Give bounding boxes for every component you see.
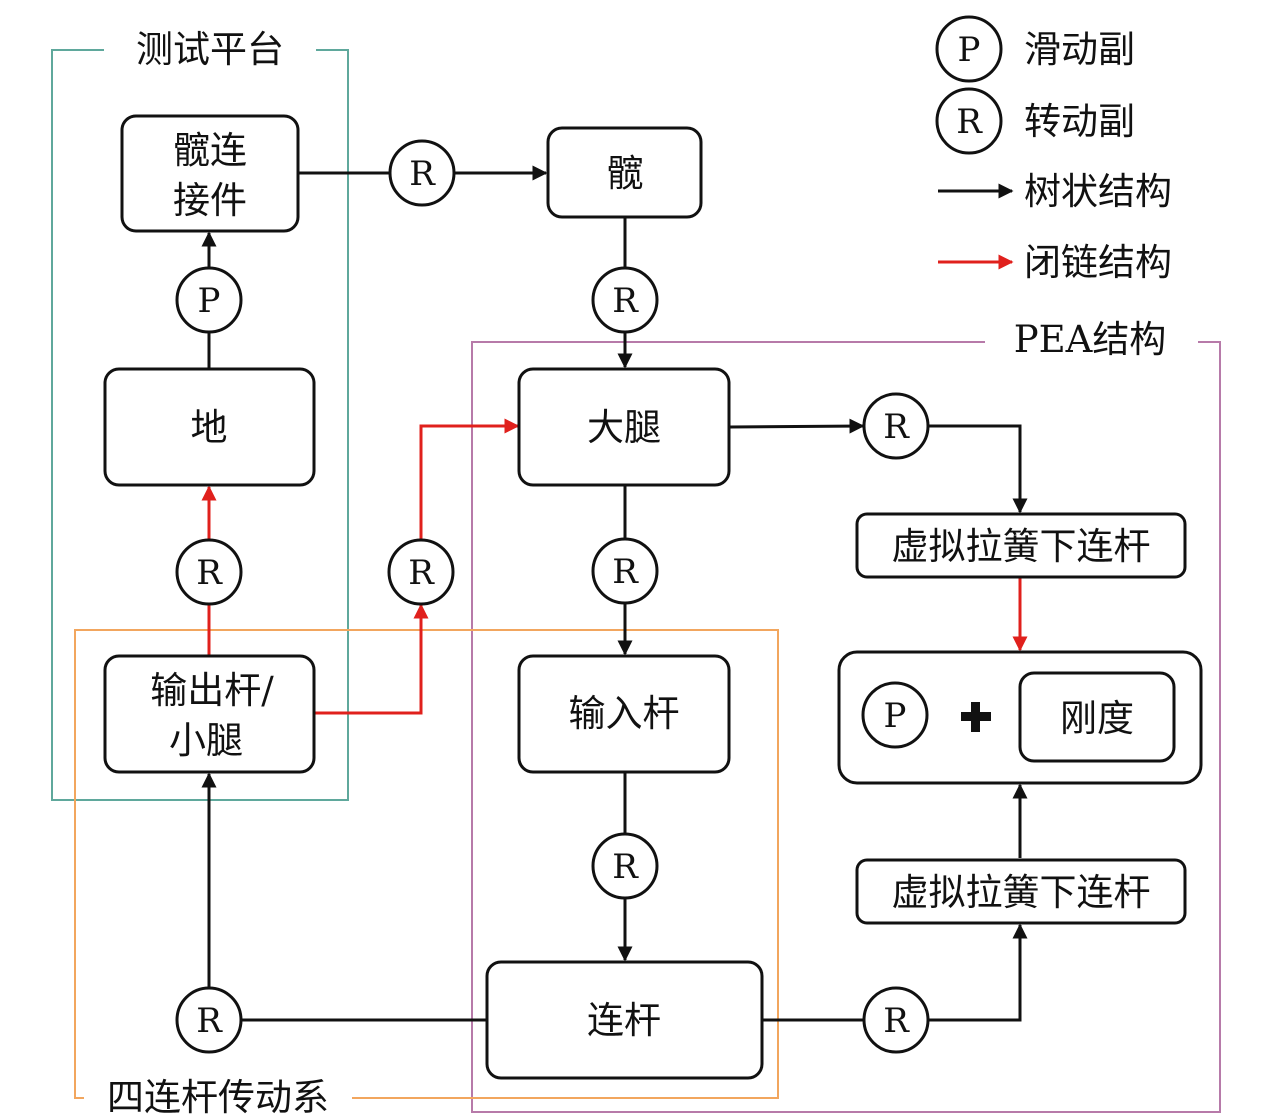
hip-connector-label-1: 髋连 xyxy=(173,129,247,172)
r-joint-hipconn-hip: R xyxy=(388,139,456,207)
thigh-block: 大腿 xyxy=(517,367,731,487)
r-joint-shank-ground: R xyxy=(175,538,243,606)
link-label: 连杆 xyxy=(587,999,661,1042)
virtual-spring-lower-link-1-label: 虚拟拉簧下连杆 xyxy=(892,525,1151,568)
legend-p-label: 滑动副 xyxy=(1024,28,1135,71)
input-link-block: 输入杆 xyxy=(517,654,731,774)
svg-text:R: R xyxy=(612,281,639,321)
ground-block: 地 xyxy=(103,367,316,487)
four-bar-frame xyxy=(74,629,779,1099)
ground-label: 地 xyxy=(191,406,228,449)
svg-text:R: R xyxy=(612,847,639,887)
output-shank-block: 输出杆/ 小腿 xyxy=(103,654,316,774)
hip-label: 髋 xyxy=(607,152,644,195)
spring-compound-block: P 刚度 xyxy=(837,650,1203,785)
svg-text:R: R xyxy=(612,552,639,592)
legend-revolute: R 转动副 xyxy=(935,87,1135,155)
hip-connector-block: 髋连 接件 xyxy=(120,114,300,233)
virtual-spring-lower-link-2-label: 虚拟拉簧下连杆 xyxy=(892,871,1151,914)
stiffness-block xyxy=(1018,671,1176,763)
test-platform-frame xyxy=(51,49,349,801)
hip-connector-label-2: 接件 xyxy=(173,179,247,222)
test-platform-label: 测试平台 xyxy=(136,28,284,71)
output-shank-label-2: 小腿 xyxy=(169,719,243,762)
r-joint-thigh-spring: R xyxy=(862,392,930,460)
p-joint-ground-hipconn: P xyxy=(175,266,243,334)
svg-text:R: R xyxy=(883,407,910,447)
legend-closed: 闭链结构 xyxy=(938,241,1172,284)
legend-r-label: 转动副 xyxy=(1024,100,1135,143)
svg-text:R: R xyxy=(408,553,435,593)
svg-text:R: R xyxy=(409,154,436,194)
svg-text:P: P xyxy=(198,281,221,321)
plus-icon xyxy=(961,702,991,732)
edge-shank-to-r9 xyxy=(315,603,429,715)
pea-label: PEA结构 xyxy=(1014,318,1167,361)
virtual-spring-lower-link-1: 虚拟拉簧下连杆 xyxy=(855,512,1187,579)
legend-p-symbol: P xyxy=(958,30,981,70)
edge-r4-to-spring1 xyxy=(929,424,1028,514)
legend-r-symbol: R xyxy=(956,102,983,142)
r-joint-shank-thigh: R xyxy=(387,538,455,606)
four-bar-label: 四连杆传动系 xyxy=(107,1076,329,1117)
r-joint-thigh-input: R xyxy=(591,537,659,605)
legend-prismatic: P 滑动副 xyxy=(935,15,1135,83)
edge-r9-to-thigh xyxy=(419,418,520,539)
r-joint-link-spring: R xyxy=(862,986,930,1054)
link-block: 连杆 xyxy=(485,960,764,1080)
compound-p-label: P xyxy=(884,696,907,736)
output-shank-label-1: 输出杆/ xyxy=(150,669,274,712)
edge-r8-to-spring2 xyxy=(929,923,1028,1022)
r-joint-link-shank: R xyxy=(175,986,243,1054)
hip-block: 髋 xyxy=(546,126,703,219)
legend: P 滑动副 R 转动副 树状结构 闭链结构 xyxy=(935,15,1172,284)
svg-text:R: R xyxy=(883,1001,910,1041)
svg-text:R: R xyxy=(196,1001,223,1041)
edge-thigh-to-r4 xyxy=(729,418,865,434)
legend-closed-label: 闭链结构 xyxy=(1024,241,1172,284)
thigh-label: 大腿 xyxy=(587,406,661,449)
input-link-label: 输入杆 xyxy=(569,692,680,735)
svg-text:R: R xyxy=(196,553,223,593)
virtual-spring-lower-link-2: 虚拟拉簧下连杆 xyxy=(855,858,1187,925)
r-joint-input-link: R xyxy=(591,832,659,900)
legend-tree-label: 树状结构 xyxy=(1024,170,1172,213)
compound-p-joint xyxy=(861,681,929,749)
r-joint-hip-thigh: R xyxy=(591,266,659,334)
stiffness-label: 刚度 xyxy=(1060,697,1134,740)
pea-frame xyxy=(471,341,1221,1113)
legend-tree: 树状结构 xyxy=(938,170,1172,213)
